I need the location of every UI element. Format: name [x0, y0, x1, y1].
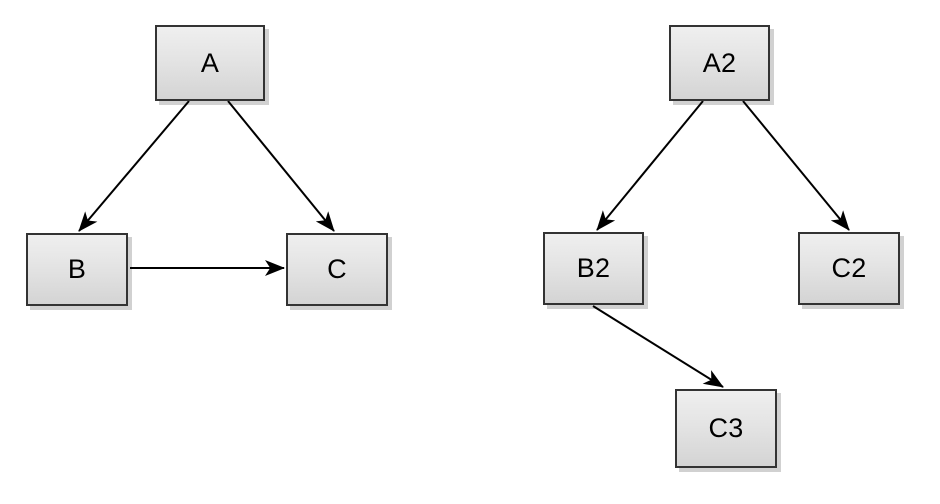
node-label-b2: B2 [576, 253, 611, 283]
node-a[interactable]: A [155, 25, 265, 101]
edge-a-to-c [227, 100, 335, 232]
edge-a2-to-c2 [742, 100, 850, 231]
node-label-c2: C2 [831, 253, 867, 283]
node-a2[interactable]: A2 [669, 25, 770, 101]
edge-a-to-b [78, 100, 190, 232]
node-label-a2: A2 [702, 47, 737, 78]
node-c2[interactable]: C2 [798, 232, 900, 305]
node-c[interactable]: C [286, 233, 388, 306]
node-b2[interactable]: B2 [543, 232, 644, 305]
edge-b2-to-c3 [592, 305, 724, 388]
node-label-c3: C3 [708, 413, 744, 443]
node-label-c: C [327, 254, 347, 284]
node-b[interactable]: B [26, 233, 128, 306]
node-label-b: B [67, 254, 87, 284]
edge-a2-to-b2 [596, 100, 704, 231]
node-c3[interactable]: C3 [675, 389, 777, 468]
node-label-a: A [200, 47, 220, 78]
